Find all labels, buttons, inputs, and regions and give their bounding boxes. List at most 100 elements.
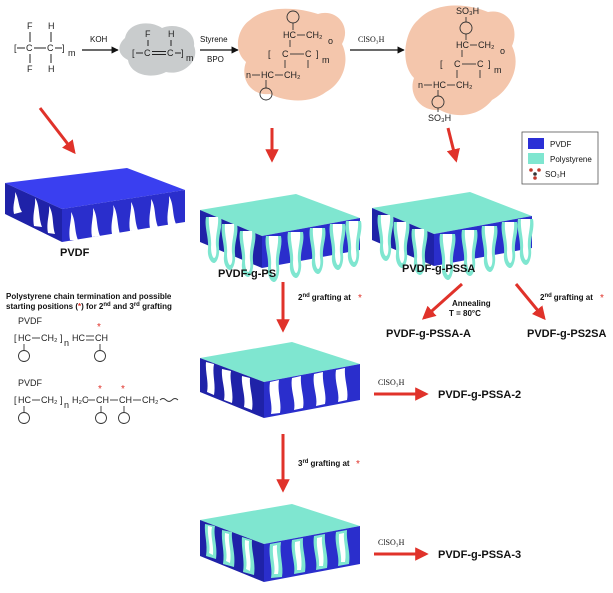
svg-text:HC: HC [18,395,31,405]
svg-text:*: * [98,384,102,395]
legend-swatch-pvdf [528,138,544,149]
svg-text:HC: HC [433,80,446,90]
svg-text:HC: HC [456,40,469,50]
svg-text:o: o [328,36,333,46]
clso3h-label-3: ClSO₃H [378,538,405,547]
membrane-second-graft [200,342,360,418]
svg-text:HC: HC [261,70,274,80]
svg-text:]: ] [60,395,63,405]
arrow-pssa-down [446,127,460,163]
svg-text:CH₂: CH₂ [284,70,301,80]
atom-f-top: F [27,21,33,31]
svg-text:[: [ [14,333,17,343]
legend-polystyrene: Polystyrene [550,155,592,164]
dehydro-structure: F H [ C C ] m [132,29,194,63]
annealing-temp: T = 80°C [449,309,481,318]
svg-text:CH₂: CH₂ [306,30,323,40]
svg-text:SO₃H: SO₃H [428,113,451,123]
svg-text:*: * [358,293,362,304]
svg-text:[: [ [132,48,135,58]
svg-text:]: ] [181,48,184,58]
legend-swatch-polystyrene [528,153,544,164]
svg-text:[: [ [268,49,271,59]
svg-text:n: n [64,338,69,348]
koh-label: KOH [90,35,108,44]
clso3h-label-2: ClSO₃H [378,378,405,387]
label-pvdf-g-ps2sa: PVDF-g-PS2SA [527,328,607,340]
pssa-blob [405,5,516,116]
svg-text:*: * [356,459,360,470]
membrane-third-graft [200,504,360,582]
svg-text:*: * [600,293,604,304]
svg-text:n: n [64,400,69,410]
svg-text:CH₂: CH₂ [456,80,473,90]
termination-structure-1: PVDF [ HC CH₂ ] n HC CH * [14,316,108,362]
atom-h-top: H [48,21,55,31]
svg-text:[: [ [440,59,443,69]
svg-text:CH₂: CH₂ [478,40,495,50]
svg-text:PVDF: PVDF [18,378,43,388]
clso3h-label-top: ClSO₃H [358,35,385,44]
label-pvdf-g-pssa-2: PVDF-g-PSSA-2 [438,389,521,401]
svg-text:m: m [322,55,330,65]
svg-text:F: F [145,29,151,39]
svg-text:H₂C: H₂C [72,395,89,405]
arrow-pvdf-down [38,107,76,155]
annealing-label: Annealing [452,299,491,308]
svg-text:CH: CH [119,395,132,405]
svg-text:n: n [246,70,251,80]
svg-text:C: C [144,48,151,58]
svg-text:H: H [168,29,175,39]
ps-graft-structure: HC CH₂ o [ C C ] m n HC CH₂ [246,10,333,101]
termination-structure-2: PVDF [ HC CH₂ ] n H₂C CH * CH * CH₂ [14,378,179,424]
svg-text:*: * [121,384,125,395]
termination-note: Polystyrene chain termination and possib… [6,292,172,311]
membrane-pvdf-g-ps [200,194,362,282]
svg-text:[: [ [14,395,17,405]
termination-title-1: Polystyrene chain termination and possib… [6,292,172,301]
pssa-structure: SO₃H HC CH₂ o [ C C ] m n HC CH₂ SO₃H [418,6,505,123]
svg-text:m: m [494,65,502,75]
svg-text:SO₃H: SO₃H [456,6,479,16]
svg-text:PVDF: PVDF [18,316,43,326]
label-pvdf: PVDF [60,247,90,259]
label-pvdf-g-pssa-3: PVDF-g-PSSA-3 [438,549,521,561]
svg-text:CH₂: CH₂ [41,333,58,343]
svg-text:HC: HC [18,333,31,343]
svg-text:CH₂: CH₂ [41,395,58,405]
arrow-annealing [421,282,464,320]
legend-so3h: SO₃H [545,170,566,179]
svg-text:C: C [167,48,174,58]
atom-c1: C [26,43,33,53]
bpo-label: BPO [207,55,224,64]
svg-text:HC: HC [72,333,85,343]
svg-text:]: ] [60,333,63,343]
legend: PVDF Polystyrene SO₃H [521,131,599,185]
dehydrofluorinated-blob [119,23,196,76]
membrane-pvdf-g-pssa [372,192,534,280]
styrene-label: Styrene [200,35,228,44]
legend-pvdf: PVDF [550,140,571,149]
ps-graft-blob [237,8,346,101]
svg-text:CH₂: CH₂ [142,395,159,405]
atom-f-bottom: F [27,64,33,74]
svg-text:*: * [97,322,101,333]
svg-text:]: ] [488,59,491,69]
termination-title-2: starting positions (*) for 2nd and 3rd g… [6,302,172,311]
svg-text:HC: HC [283,30,296,40]
svg-text:]: ] [316,49,319,59]
svg-text:CH: CH [96,395,109,405]
arrow-ps2sa [514,283,546,321]
svg-text:o: o [500,46,505,56]
label-pvdf-g-ps: PVDF-g-PS [218,268,276,280]
pvdf-structure: F H [ C C ] m F H [14,21,76,74]
label-pvdf-g-pssa-a: PVDF-g-PSSA-A [386,328,471,340]
label-pvdf-g-pssa: PVDF-g-PSSA [402,263,475,275]
svg-text:C: C [477,59,484,69]
